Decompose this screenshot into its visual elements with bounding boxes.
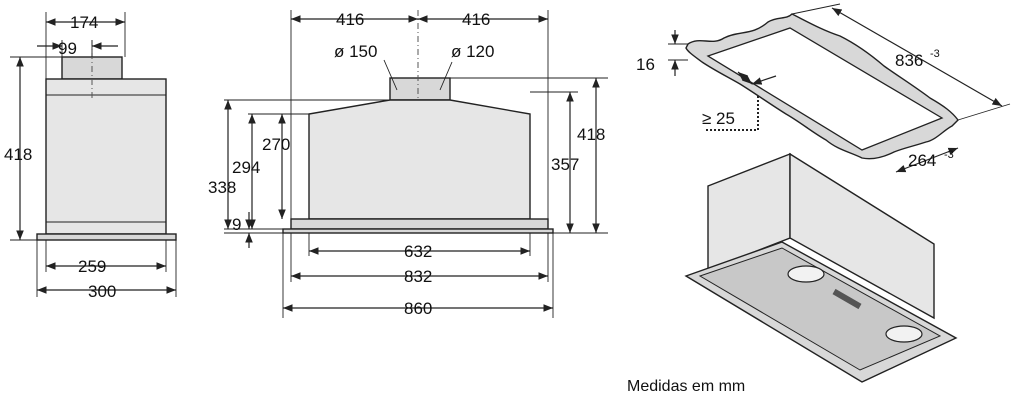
side-view: 174 99 418 259 300: [4, 12, 177, 301]
dim-416-right: 416: [462, 10, 490, 29]
front-base: [290, 218, 549, 230]
dim-836-tol: -3: [930, 48, 940, 60]
front-duct: [389, 77, 451, 101]
dim-264: 264: [908, 151, 936, 170]
dim-338: 338: [208, 178, 236, 197]
dim-264-tol: -3: [944, 149, 954, 161]
dim-860: 860: [404, 299, 432, 318]
side-plate: [36, 233, 177, 241]
front-view: 416 416 ø 150 ø 120 270 294 338 9 357: [208, 10, 608, 318]
hood-light-right: [885, 325, 923, 343]
dim-259: 259: [78, 257, 106, 276]
dim-357: 357: [551, 155, 579, 174]
front-plate: [282, 228, 554, 234]
dim-300: 300: [88, 282, 116, 301]
hood-filter-area: [698, 247, 942, 371]
hood-control-panel: [832, 288, 862, 310]
dim-632: 632: [404, 242, 432, 261]
dim-270: 270: [262, 135, 290, 154]
dim-174: 174: [70, 13, 98, 32]
front-body: [308, 99, 531, 220]
dim-25: ≥ 25: [702, 109, 735, 128]
dim-294: 294: [232, 158, 260, 177]
dim-9: 9: [232, 215, 241, 234]
dim-16: 16: [636, 55, 655, 74]
cutout-opening: [706, 27, 944, 151]
hood-light-left: [787, 265, 825, 283]
cutout-view: 16 836 -3 264 -3 ≥ 25: [636, 3, 1011, 383]
dim-dia-120: ø 120: [451, 42, 494, 61]
dim-418-front: 418: [577, 125, 605, 144]
dim-418-side: 418: [4, 145, 32, 164]
side-body: [45, 78, 167, 235]
units-caption: Medidas em mm: [627, 378, 746, 395]
dim-dia-150: ø 150: [334, 42, 377, 61]
dim-836: 836: [895, 51, 923, 70]
dim-99: 99: [58, 39, 77, 58]
dim-416-left: 416: [336, 10, 364, 29]
dim-832: 832: [404, 267, 432, 286]
hood-right-face: [789, 152, 935, 320]
